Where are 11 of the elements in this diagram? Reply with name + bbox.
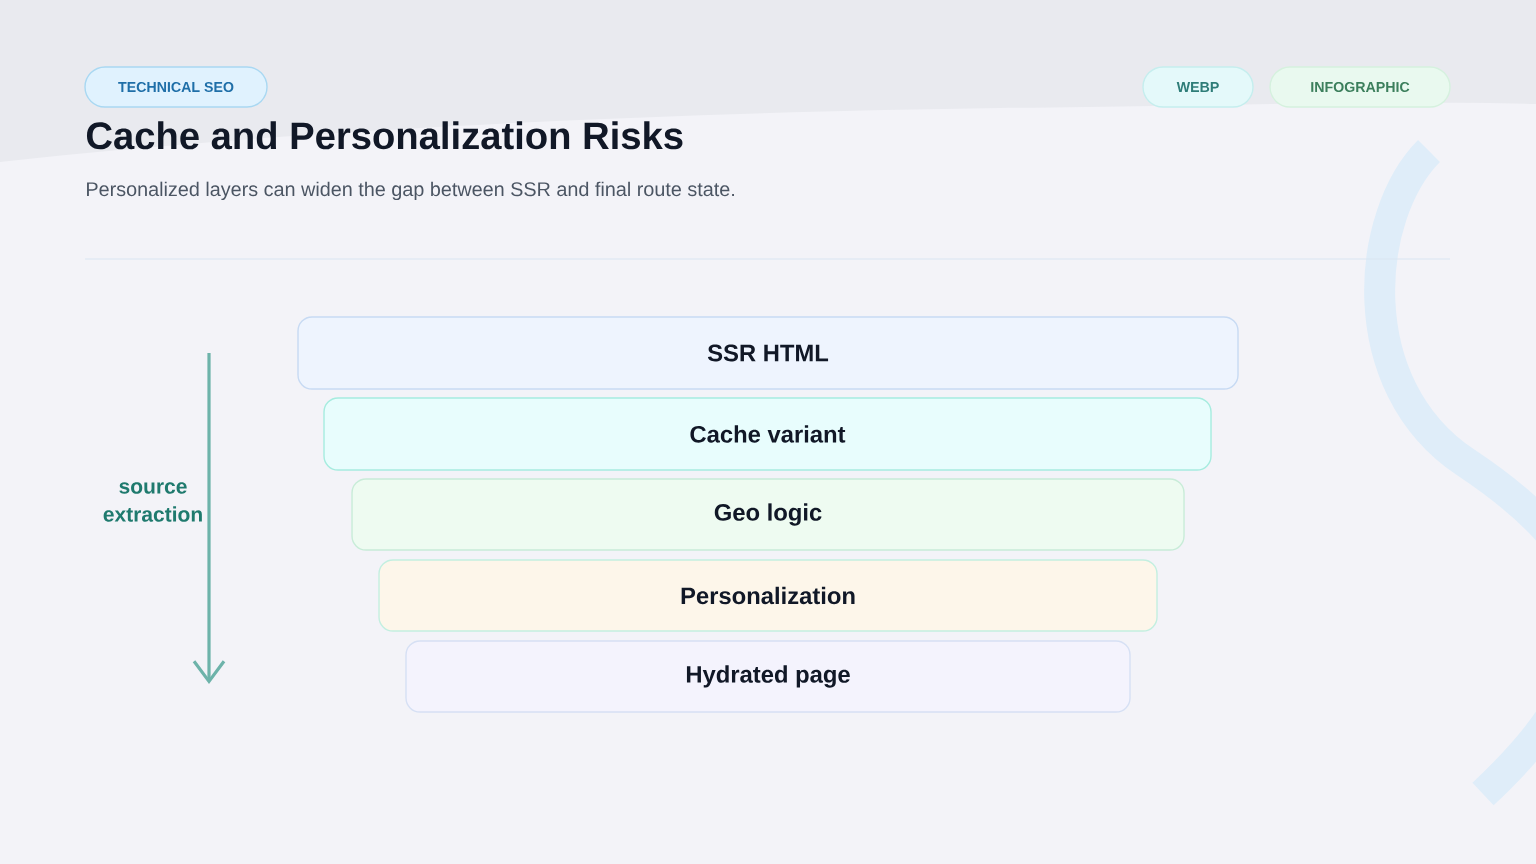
layer-box: Cache variant bbox=[323, 397, 1212, 471]
subtitle: Personalized layers can widen the gap between SSR and final route state. bbox=[87, 181, 734, 201]
tag-pill: INFOGRAPHIC bbox=[1269, 66, 1451, 108]
tag-pill: WEBP bbox=[1142, 66, 1254, 108]
layer-box: Hydrated page bbox=[405, 640, 1131, 713]
arrow-label: source extraction bbox=[103, 482, 202, 522]
title: Cache and Personalization Risks bbox=[87, 121, 683, 150]
layer-box: SSR HTML bbox=[297, 316, 1239, 390]
layer-box: Personalization bbox=[378, 559, 1158, 632]
layer-box: Geo logic bbox=[351, 478, 1185, 551]
tag-pill: TECHNICAL SEO bbox=[84, 66, 268, 108]
